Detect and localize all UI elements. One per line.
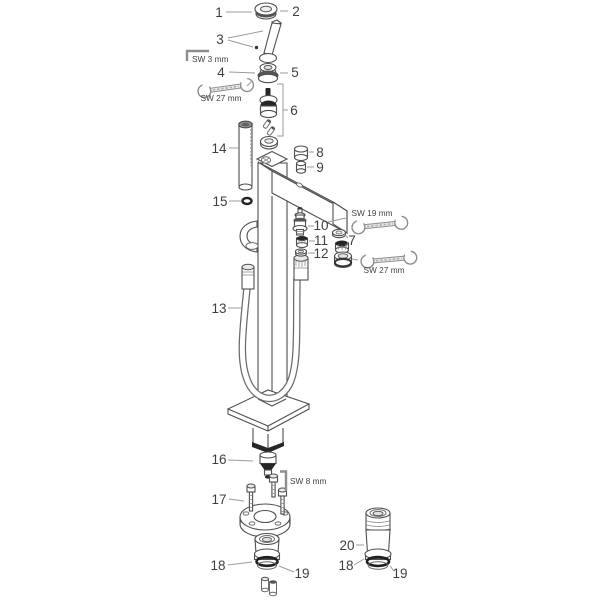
part-18-nipple-right — [364, 548, 392, 570]
callout-10: 10 — [313, 218, 328, 233]
part-16-connector — [259, 451, 277, 479]
part-5-cap-nut — [257, 62, 279, 84]
part-20-extension — [365, 507, 391, 554]
allen-key-icon — [185, 49, 209, 61]
callout-18-left: 18 — [210, 558, 225, 573]
callout-8: 8 — [316, 145, 324, 160]
part-10-diverter — [292, 207, 308, 236]
callout-19-right: 19 — [392, 566, 407, 581]
callout-5: 5 — [291, 65, 299, 80]
callout-7: 7 — [348, 233, 356, 248]
allen-key-icon — [280, 470, 288, 491]
callout-19-left: 19 — [294, 566, 309, 581]
tool-allen-key-sw3: SW 3 mm — [185, 49, 229, 64]
spout-end-face — [332, 200, 348, 235]
hand-shower-holder — [239, 220, 259, 253]
callout-9: 9 — [316, 160, 324, 175]
part-2-cover-cap — [254, 2, 278, 20]
part-6-cartridge-group — [259, 88, 279, 150]
set-screw-dot — [254, 45, 259, 50]
callout-17: 17 — [211, 492, 226, 507]
tool-wrench-sw27-mid: SW 27 mm — [359, 245, 419, 275]
tool-label-sw8: SW 8 mm — [290, 476, 327, 486]
part-9-sleeve-small — [295, 160, 307, 174]
screw-middle — [268, 473, 279, 498]
part-7-group — [331, 228, 353, 269]
o-ring-right — [365, 555, 391, 568]
callout-15: 15 — [212, 194, 227, 209]
floor-gasket — [252, 442, 284, 453]
tool-wrench-sw27-top: SW 27 mm — [195, 72, 256, 103]
hose-connector-right — [293, 254, 309, 281]
callout-18-right: 18 — [338, 558, 353, 573]
callout-11: 11 — [314, 233, 328, 248]
tool-allen-key-sw8: SW 8 mm — [280, 470, 327, 491]
tool-wrench-sw19: SW 19 mm — [350, 208, 410, 236]
callout-13: 13 — [211, 301, 226, 316]
tool-label-sw27-mid: SW 27 mm — [363, 265, 404, 275]
tool-label-sw27-top: SW 27 mm — [200, 93, 241, 103]
tool-label-sw3: SW 3 mm — [192, 54, 229, 64]
callout-labels: 1 2 3 4 5 6 7 8 9 10 11 12 13 14 15 16 1… — [210, 4, 407, 581]
base-plate-column-hole — [257, 398, 287, 407]
leader-lines — [226, 10, 395, 573]
part-18-nipple-left — [253, 532, 281, 570]
bracket-part-6 — [277, 83, 288, 137]
tool-label-sw19: SW 19 mm — [351, 208, 392, 218]
callout-4: 4 — [217, 65, 225, 80]
part-11-nut — [295, 236, 309, 249]
screw-left — [246, 483, 256, 512]
callout-20: 20 — [339, 538, 354, 553]
callout-16: 16 — [211, 452, 226, 467]
callout-3: 3 — [216, 32, 224, 47]
o-ring-left — [255, 555, 279, 568]
callout-6: 6 — [290, 103, 298, 118]
part-8-sleeve — [293, 145, 309, 162]
small-fittings-bottom — [261, 576, 277, 597]
callout-14: 14 — [211, 141, 227, 156]
part-14-hand-shower — [238, 120, 253, 191]
part-12-washer — [294, 248, 308, 257]
hose-connector-left — [241, 263, 255, 290]
shower-hose — [238, 254, 309, 403]
callout-12: 12 — [313, 246, 328, 261]
part-3-handle-lever — [254, 19, 283, 64]
callout-1: 1 — [215, 5, 223, 20]
faucet-body — [226, 150, 348, 453]
spout-top-hole — [296, 182, 303, 188]
part-17-flange-and-screws — [239, 473, 291, 538]
callout-2: 2 — [292, 4, 300, 19]
part-15-o-ring — [241, 196, 253, 206]
screw-right — [277, 487, 288, 515]
